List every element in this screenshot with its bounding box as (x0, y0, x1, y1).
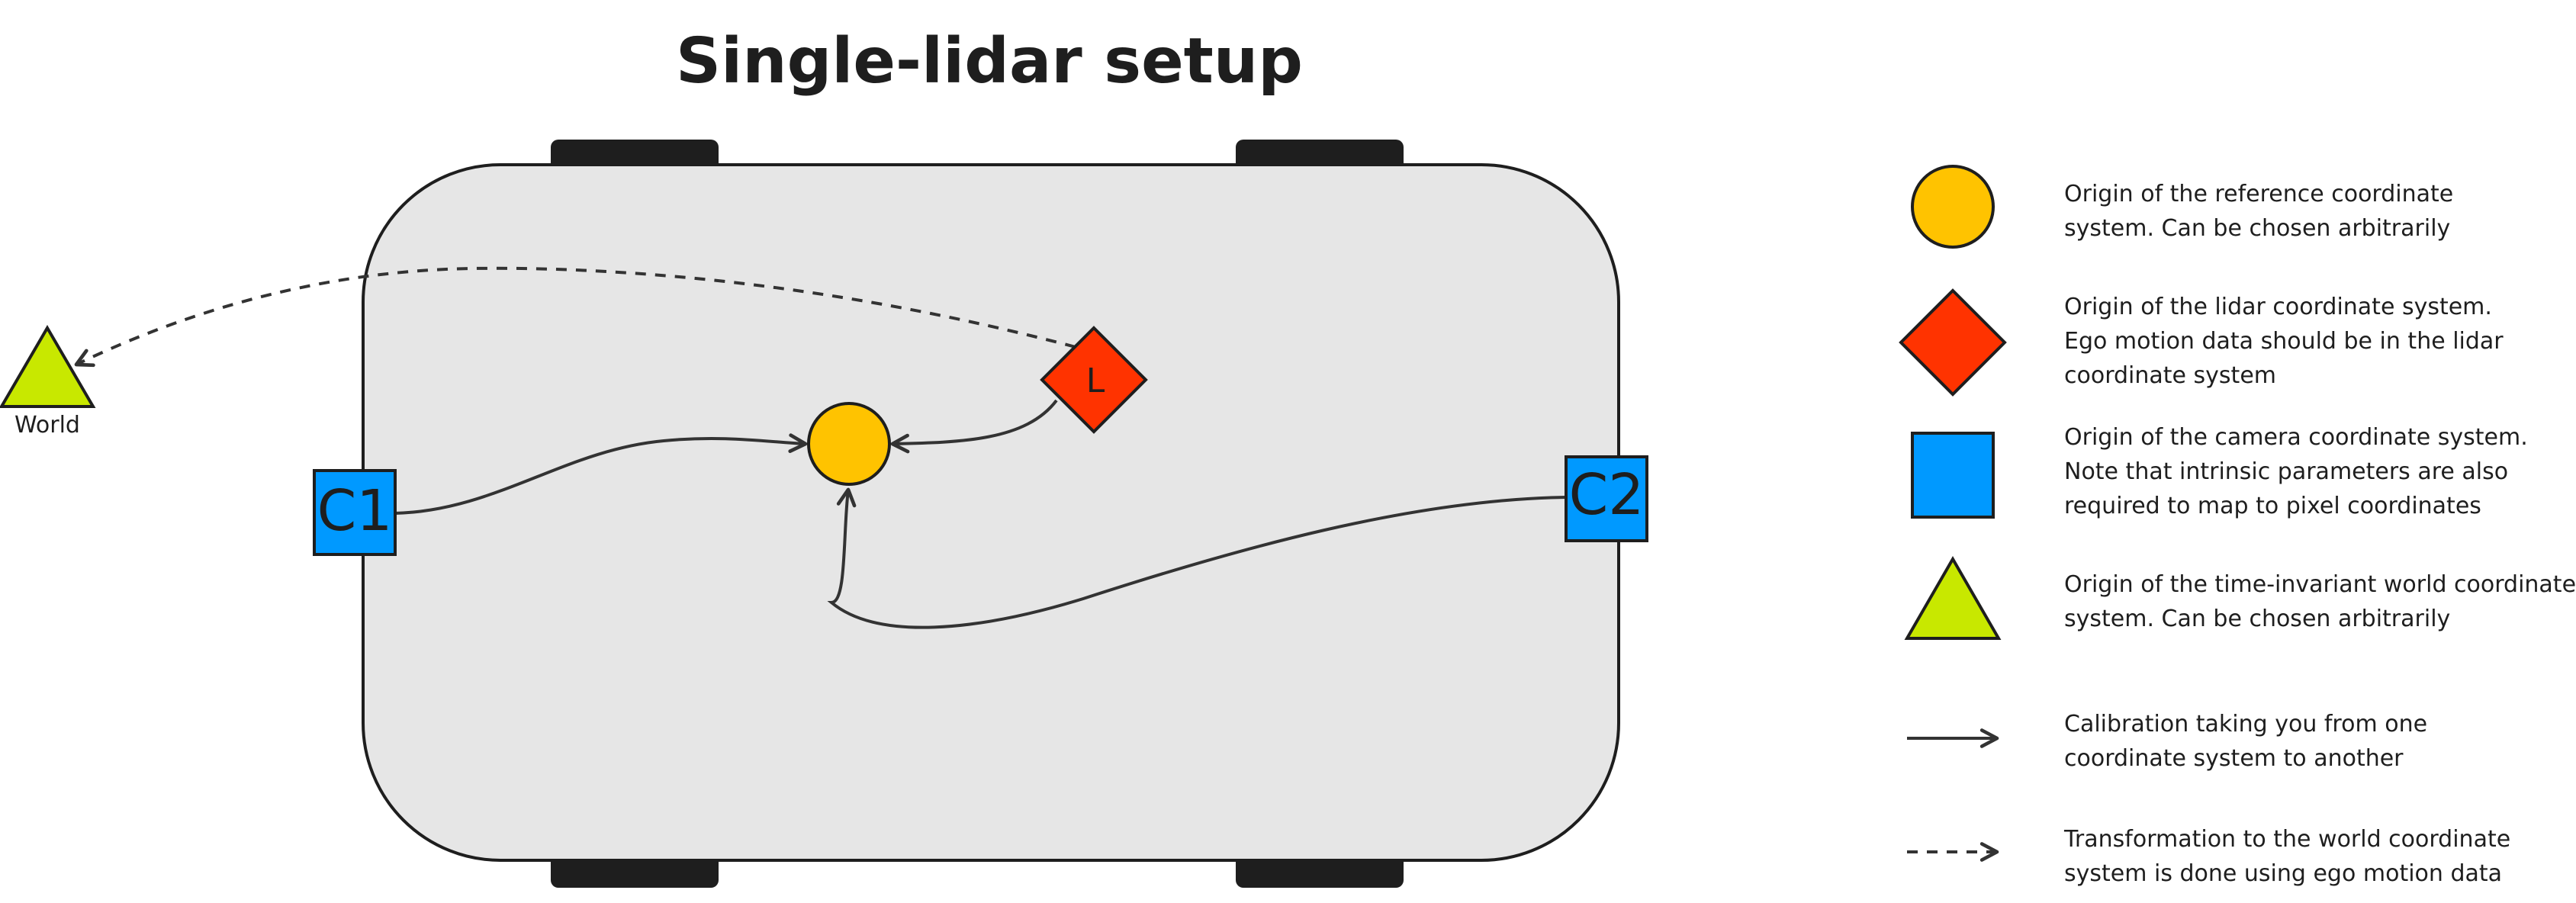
camera-c1-label: C1 (317, 478, 393, 544)
legend-world-line2: system. Can be chosen arbitrarily (2064, 606, 2450, 632)
legend-world-triangle-icon (1904, 555, 2002, 640)
calibration-arrow-c2-to-reference (827, 487, 1567, 629)
legend-transformation-line1: Transformation to the world coordinate (2063, 826, 2510, 853)
legend-camera-square-icon (1911, 432, 1995, 519)
legend-world-line1: Origin of the time-invariant world coord… (2064, 571, 2576, 598)
legend-camera-line1: Origin of the camera coordinate system. (2064, 424, 2528, 451)
lidar-origin-diamond (1040, 326, 1148, 434)
legend-reference-line1: Origin of the reference coordinate (2064, 181, 2453, 207)
world-label: World (14, 412, 80, 439)
camera-c2-label: C2 (1569, 462, 1645, 528)
legend-lidar-line3: coordinate system (2064, 362, 2276, 389)
legend-calibration-line2: coordinate system to another (2064, 745, 2404, 772)
legend-transformation-line2: system is done using ego motion data (2064, 860, 2502, 887)
vehicle-body (362, 163, 1620, 862)
page-title: Single-lidar setup (676, 25, 1303, 98)
legend-camera-line2: Note that intrinsic parameters are also (2064, 458, 2508, 485)
lidar-label: L (1086, 362, 1105, 400)
legend-reference-line2: system. Can be chosen arbitrarily (2064, 215, 2450, 242)
world-origin-triangle (0, 325, 96, 408)
legend: Origin of the reference coordinate syste… (1899, 165, 2576, 887)
legend-reference-circle-icon (1911, 165, 1995, 249)
camera-c1-square (313, 469, 397, 556)
legend-lidar-line1: Origin of the lidar coordinate system. (2064, 294, 2492, 320)
calibration-arrow-lidar-to-reference (890, 399, 1058, 454)
legend-lidar-diamond-icon (1899, 288, 2007, 397)
legend-camera-line3: required to map to pixel coordinates (2064, 493, 2481, 519)
reference-origin-circle (807, 402, 891, 486)
camera-c2-square (1565, 455, 1648, 542)
legend-lidar-line2: Ego motion data should be in the lidar (2064, 328, 2504, 355)
legend-calibration-line1: Calibration taking you from one (2064, 711, 2427, 738)
calibration-arrow-c1-to-reference (394, 433, 808, 515)
transformation-arrow-lidar-to-world (74, 266, 1076, 368)
